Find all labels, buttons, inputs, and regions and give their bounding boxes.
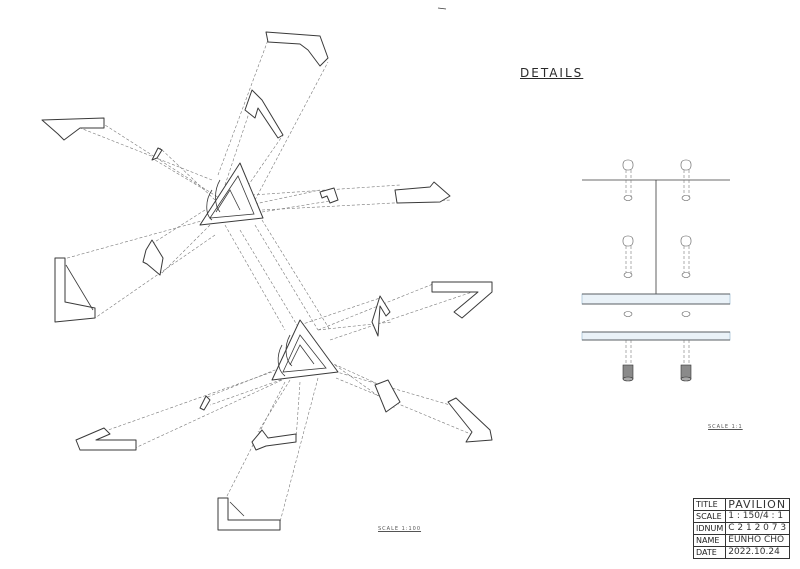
lower-joint-node bbox=[271, 319, 339, 381]
scale-key: SCALE bbox=[692, 510, 727, 523]
idnum-value: C 2 1 2 0 7 3 bbox=[725, 522, 790, 535]
connection-detail bbox=[581, 159, 731, 382]
title-key: TITLE bbox=[692, 498, 727, 511]
idnum-row: IDNUM C 2 1 2 0 7 3 bbox=[692, 522, 790, 535]
projection-lines bbox=[59, 39, 491, 523]
name-key: NAME bbox=[692, 534, 727, 547]
date-key: DATE bbox=[692, 546, 727, 559]
date-value: 2022.10.24 bbox=[725, 546, 790, 559]
name-value: EUNHO CHO bbox=[725, 534, 790, 547]
title-block: TITLE PAVILION SCALE 1 : 150/4 : 1 IDNUM… bbox=[692, 498, 790, 559]
stray-mark bbox=[437, 7, 447, 10]
scale-value: 1 : 150/4 : 1 bbox=[725, 510, 790, 523]
details-label: DETAILS bbox=[520, 66, 584, 80]
exploded-pieces bbox=[41, 31, 493, 531]
pin-column-right bbox=[680, 159, 692, 382]
pin-column-left bbox=[622, 159, 634, 382]
title-row: TITLE PAVILION bbox=[692, 498, 790, 511]
upper-joint-node bbox=[199, 162, 264, 226]
scale-main-note: SCALE 1:100 bbox=[378, 526, 422, 532]
title-value: PAVILION bbox=[725, 498, 790, 511]
scale-detail-note: SCALE 1:1 bbox=[708, 424, 743, 430]
idnum-key: IDNUM bbox=[692, 522, 727, 535]
name-row: NAME EUNHO CHO bbox=[692, 534, 790, 547]
date-row: DATE 2022.10.24 bbox=[692, 546, 790, 559]
scale-row: SCALE 1 : 150/4 : 1 bbox=[692, 510, 790, 523]
